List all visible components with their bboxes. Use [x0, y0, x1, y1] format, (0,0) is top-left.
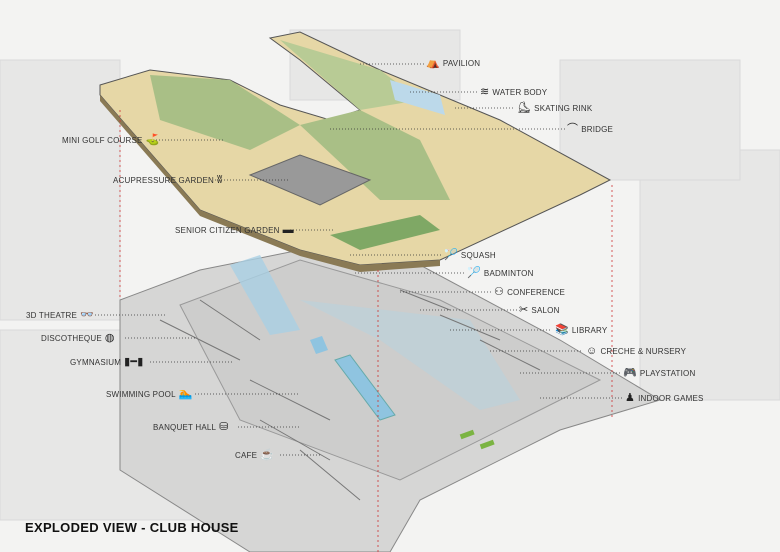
leader-lines — [95, 63, 622, 456]
water-body-area — [390, 80, 445, 115]
label-indoor-games: ♟INDOOR GAMES — [625, 392, 704, 404]
grass-icon: ʬ — [216, 174, 223, 186]
acupressure-pattern — [248, 154, 372, 206]
coffee-cup-icon: ☕ — [260, 449, 275, 461]
glass-atrium — [230, 255, 300, 335]
label-water-body: ≋WATER BODY — [480, 86, 548, 98]
dumbbell-icon: ▮━▮ — [124, 356, 144, 368]
squash-players-icon: 🏸 — [444, 249, 458, 261]
label-squash: 🏸SQUASH — [444, 249, 496, 261]
clubhouse-floor-plan — [119, 249, 662, 552]
badminton-player-icon: 🏸 — [467, 267, 481, 279]
label-skating-rink: ⛸SKATING RINK — [517, 102, 593, 114]
label-swimming-pool: SWIMMING POOL🏊 — [106, 388, 193, 400]
small-pool — [310, 336, 328, 354]
label-cafe: CAFE☕ — [235, 449, 275, 461]
label-library: 📚LIBRARY — [555, 324, 608, 336]
label-bridge: ⌒BRIDGE — [567, 123, 614, 135]
gamepad-icon: 🎮 — [623, 367, 637, 379]
water-waves-icon: ≋ — [480, 86, 490, 98]
chess-pieces-icon: ♟ — [625, 392, 636, 404]
dining-table-icon: ⛁ — [219, 421, 229, 433]
label-pavilion: ⛺PAVILION — [426, 57, 481, 69]
label-3d-theatre: 3D THEATRE👓 — [26, 309, 94, 321]
label-conference: ⚇CONFERENCE — [494, 286, 566, 298]
label-banquet-hall: BANQUET HALL⛁ — [153, 421, 229, 433]
pool — [334, 354, 396, 421]
disco-ball-icon: ◍ — [104, 332, 115, 344]
diagram-title: EXPLODED VIEW - CLUB HOUSE — [25, 520, 239, 535]
label-salon: ✂SALON — [519, 304, 560, 316]
label-playstation: 🎮PLAYSTATION — [623, 367, 696, 379]
golfer-icon: ⛳ — [145, 134, 160, 146]
scissors-icon: ✂ — [519, 304, 529, 316]
label-creche: ☺CRECHE & NURSERY — [586, 345, 687, 357]
projection-lines — [119, 110, 613, 552]
bench-icon: ▬ — [282, 224, 294, 236]
label-gymnasium: GYMNASIUM▮━▮ — [70, 356, 144, 368]
label-discotheque: DISCOTHEQUE◍ — [41, 332, 115, 344]
books-icon: 📚 — [555, 324, 569, 336]
tent-icon: ⛺ — [426, 57, 440, 69]
roof-garden — [99, 31, 612, 272]
roller-skate-icon: ⛸ — [517, 102, 532, 114]
bridge-arch-icon: ⌒ — [567, 123, 579, 135]
3d-glasses-icon: 👓 — [80, 309, 94, 321]
conference-table-icon: ⚇ — [494, 286, 505, 298]
label-mini-golf: MINI GOLF COURSE⛳ — [62, 134, 160, 146]
label-badminton: 🏸BADMINTON — [467, 267, 534, 279]
baby-icon: ☺ — [586, 345, 598, 357]
label-senior-citizen: SENIOR CITIZEN GARDEN▬ — [175, 224, 294, 236]
swimmer-icon: 🏊 — [178, 388, 193, 400]
